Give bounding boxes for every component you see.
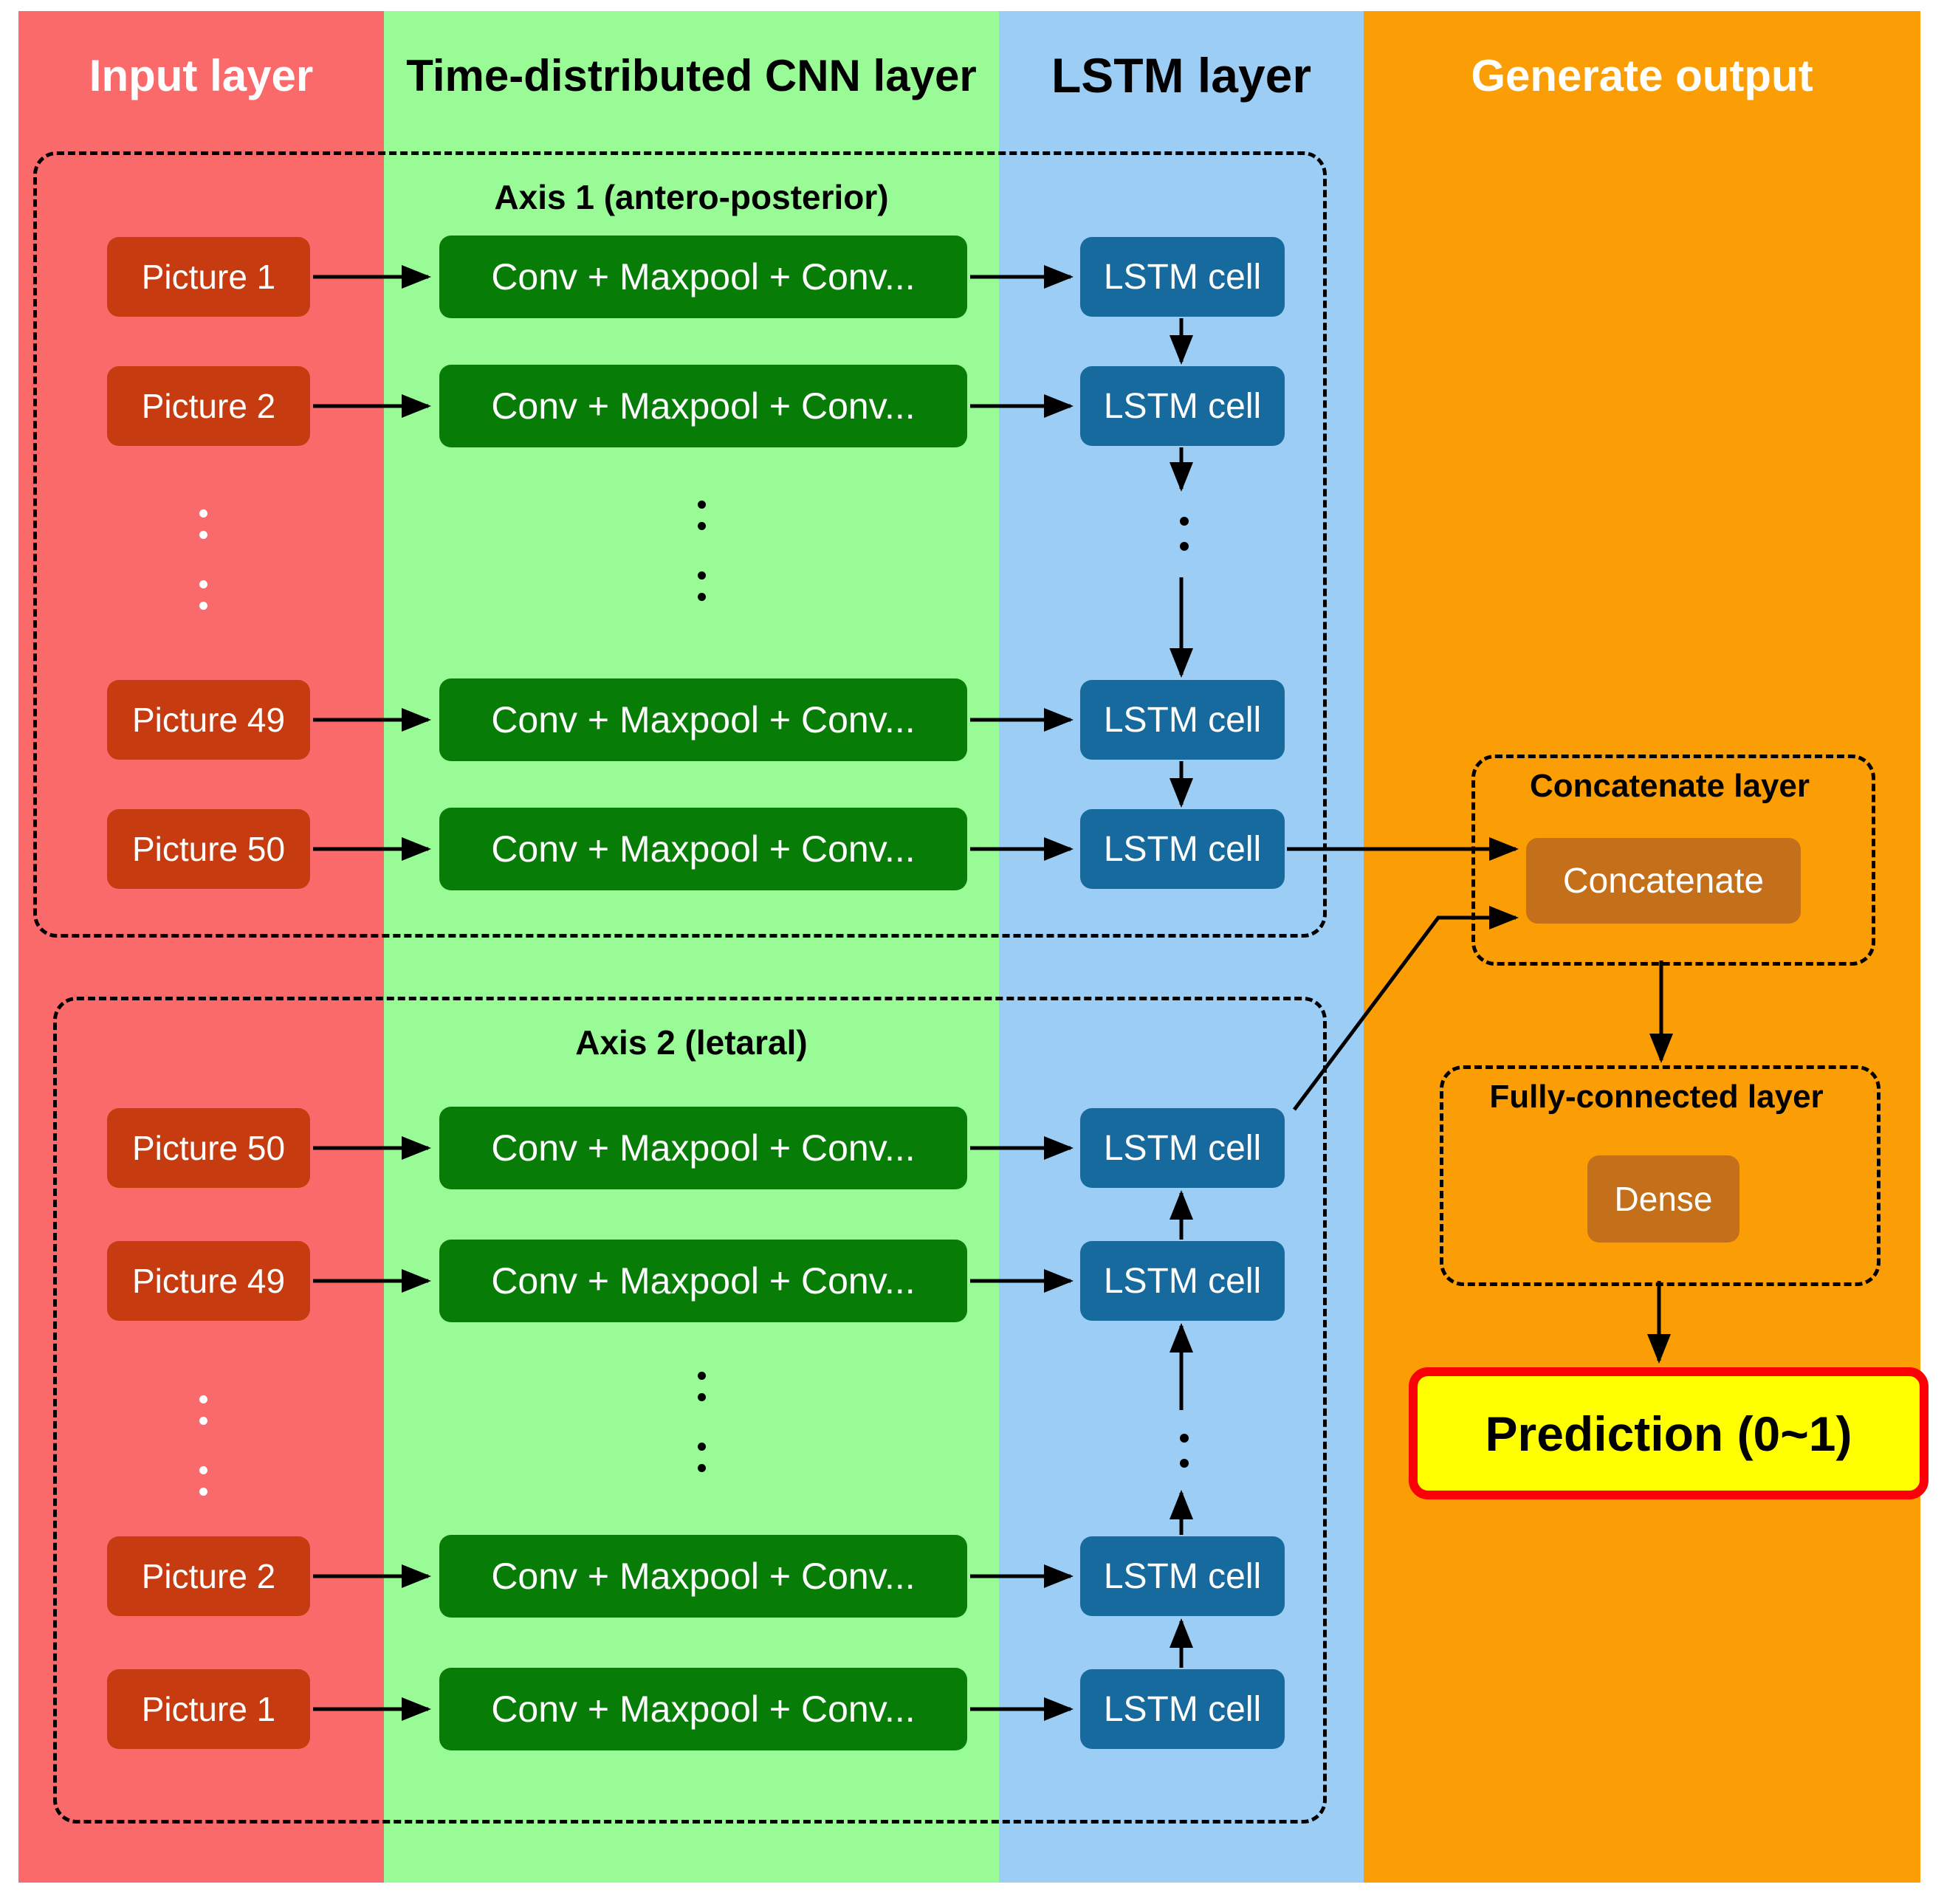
cnn-box: Conv + Maxpool + Conv... — [439, 1107, 967, 1189]
picture-box: Picture 50 — [107, 1108, 310, 1188]
lstm-cell-box: LSTM cell — [1080, 809, 1285, 889]
dense-box: Dense — [1587, 1155, 1739, 1243]
picture-box: Picture 1 — [107, 1669, 310, 1749]
column-header-input: Input layer — [89, 51, 314, 100]
axis2-title: Axis 2 (letaral) — [575, 1023, 808, 1062]
ellipsis-dots — [1177, 1434, 1192, 1468]
picture-box: Picture 2 — [107, 366, 310, 446]
picture-box: Picture 2 — [107, 1536, 310, 1616]
cnn-box: Conv + Maxpool + Conv... — [439, 808, 967, 890]
fully-connected-layer-title: Fully-connected layer — [1489, 1079, 1824, 1115]
lstm-cell-box: LSTM cell — [1080, 1669, 1285, 1749]
picture-box: Picture 49 — [107, 1241, 310, 1321]
concatenate-layer-title: Concatenate layer — [1529, 768, 1810, 804]
lstm-cell-box: LSTM cell — [1080, 237, 1285, 317]
cnn-box: Conv + Maxpool + Conv... — [439, 1668, 967, 1750]
ellipsis-dots — [196, 509, 210, 610]
cnn-box: Conv + Maxpool + Conv... — [439, 365, 967, 447]
lstm-cell-box: LSTM cell — [1080, 1108, 1285, 1188]
cnn-box: Conv + Maxpool + Conv... — [439, 678, 967, 761]
picture-box: Picture 49 — [107, 680, 310, 760]
lstm-cell-box: LSTM cell — [1080, 1241, 1285, 1321]
column-header-lstm: LSTM layer — [1051, 48, 1312, 103]
ellipsis-dots — [196, 1395, 210, 1496]
picture-box: Picture 1 — [107, 237, 310, 317]
ellipsis-dots — [694, 1372, 709, 1472]
axis2-group-box — [53, 997, 1327, 1824]
picture-box: Picture 50 — [107, 809, 310, 889]
cnn-box: Conv + Maxpool + Conv... — [439, 236, 967, 318]
concatenate-layer-box — [1471, 755, 1875, 966]
cnn-box: Conv + Maxpool + Conv... — [439, 1535, 967, 1618]
axis1-title: Axis 1 (antero-posterior) — [494, 178, 889, 216]
lstm-cell-box: LSTM cell — [1080, 366, 1285, 446]
ellipsis-dots — [1177, 517, 1192, 551]
prediction-box: Prediction (0~1) — [1409, 1367, 1928, 1499]
axis1-group-box — [33, 151, 1327, 938]
column-header-output: Generate output — [1471, 51, 1813, 100]
lstm-cell-box: LSTM cell — [1080, 1536, 1285, 1616]
column-header-cnn: Time-distributed CNN layer — [406, 51, 977, 100]
lstm-cell-box: LSTM cell — [1080, 680, 1285, 760]
cnn-box: Conv + Maxpool + Conv... — [439, 1240, 967, 1322]
ellipsis-dots — [694, 501, 709, 601]
concatenate-box: Concatenate — [1526, 838, 1801, 924]
